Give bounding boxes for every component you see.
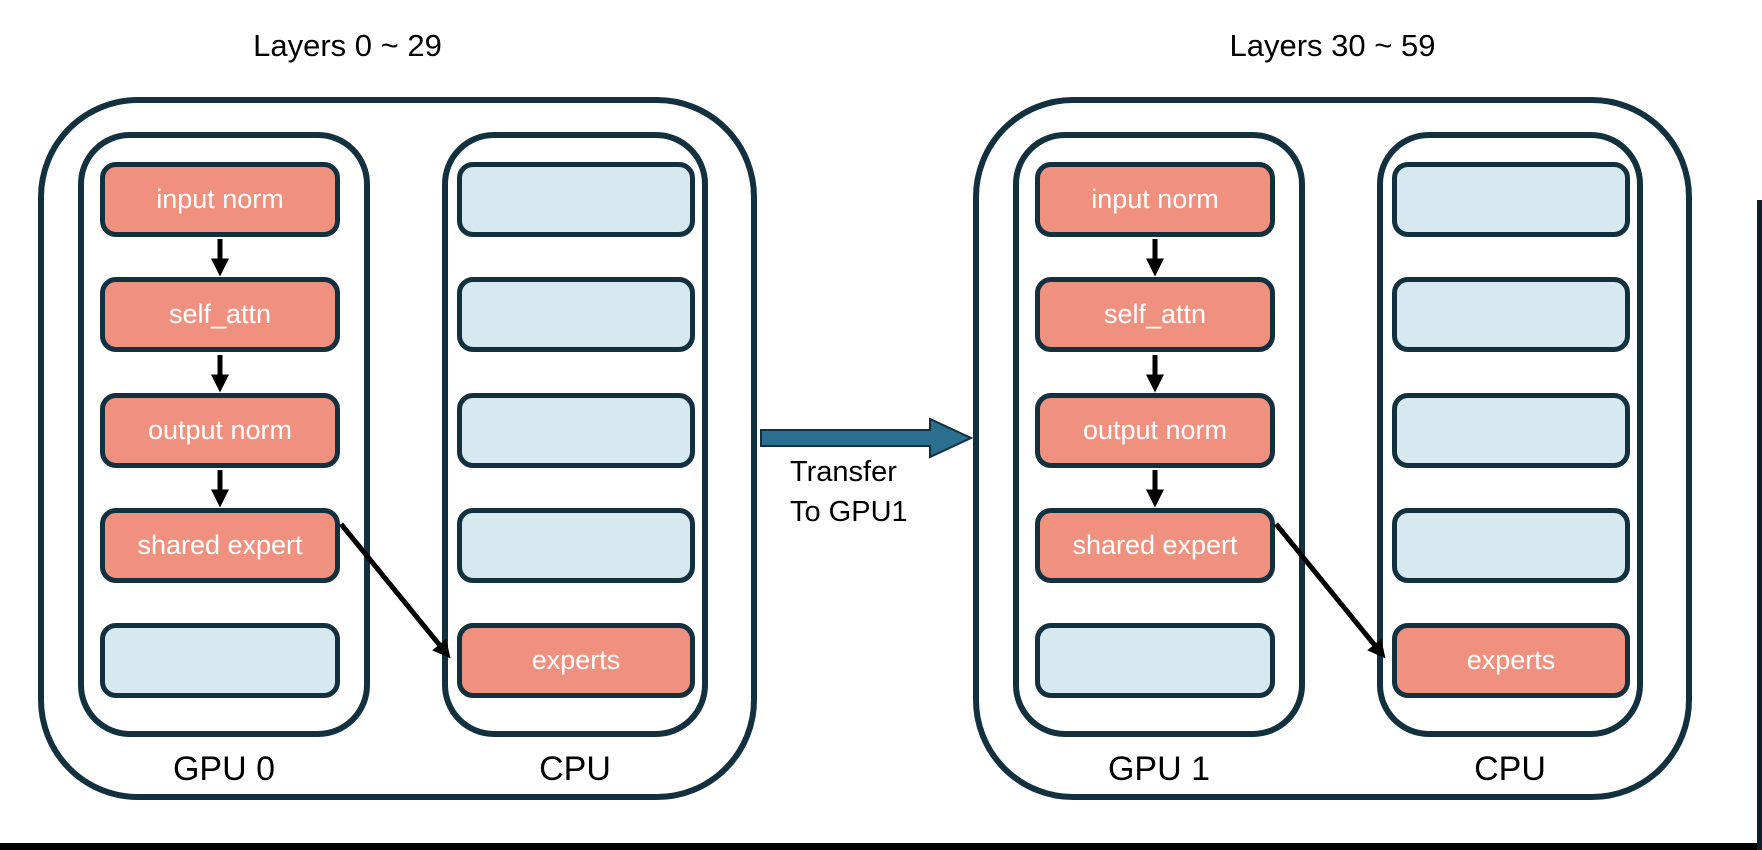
gpu-block-shared-expert: shared expert [100, 508, 340, 583]
gpu-block-input-norm: input norm [100, 162, 340, 237]
frame-right-line [1757, 200, 1762, 850]
group-title: Layers 30 ~ 59 [1229, 28, 1436, 63]
cpu-block-empty [1392, 162, 1630, 237]
gpu-label: GPU 0 [172, 749, 276, 788]
gpu-block-output-norm: output norm [1035, 393, 1275, 468]
transfer-label: Transfer To GPU1 [790, 456, 908, 528]
gpu-block-output-norm: output norm [100, 393, 340, 468]
cpu-block-empty [457, 508, 695, 583]
gpu-block-self-attn: self_attn [100, 277, 340, 352]
gpu-block-empty [100, 623, 340, 698]
cpu-block-empty [457, 162, 695, 237]
cpu-block-empty [1392, 508, 1630, 583]
cpu-label: CPU [539, 749, 611, 788]
gpu-block-input-norm: input norm [1035, 162, 1275, 237]
transfer-arrow-icon [760, 417, 974, 459]
cpu-block-experts: experts [457, 623, 695, 698]
cpu-block-empty [1392, 393, 1630, 468]
gpu-block-empty [1035, 623, 1275, 698]
cpu-label: CPU [1474, 749, 1546, 788]
gpu-label: GPU 1 [1107, 749, 1211, 788]
group-title: Layers 0 ~ 29 [253, 28, 442, 63]
layer-group-1: Layers 30 ~ 59 input norm self_attn outp… [973, 0, 1692, 810]
cpu-block-empty [457, 393, 695, 468]
cpu-block-experts: experts [1392, 623, 1630, 698]
gpu-block-self-attn: self_attn [1035, 277, 1275, 352]
gpu-block-shared-expert: shared expert [1035, 508, 1275, 583]
frame-bottom-line [0, 843, 1762, 850]
cpu-block-empty [457, 277, 695, 352]
cpu-block-empty [1392, 277, 1630, 352]
layer-group-0: Layers 0 ~ 29 input norm self_attn outpu… [38, 0, 757, 810]
